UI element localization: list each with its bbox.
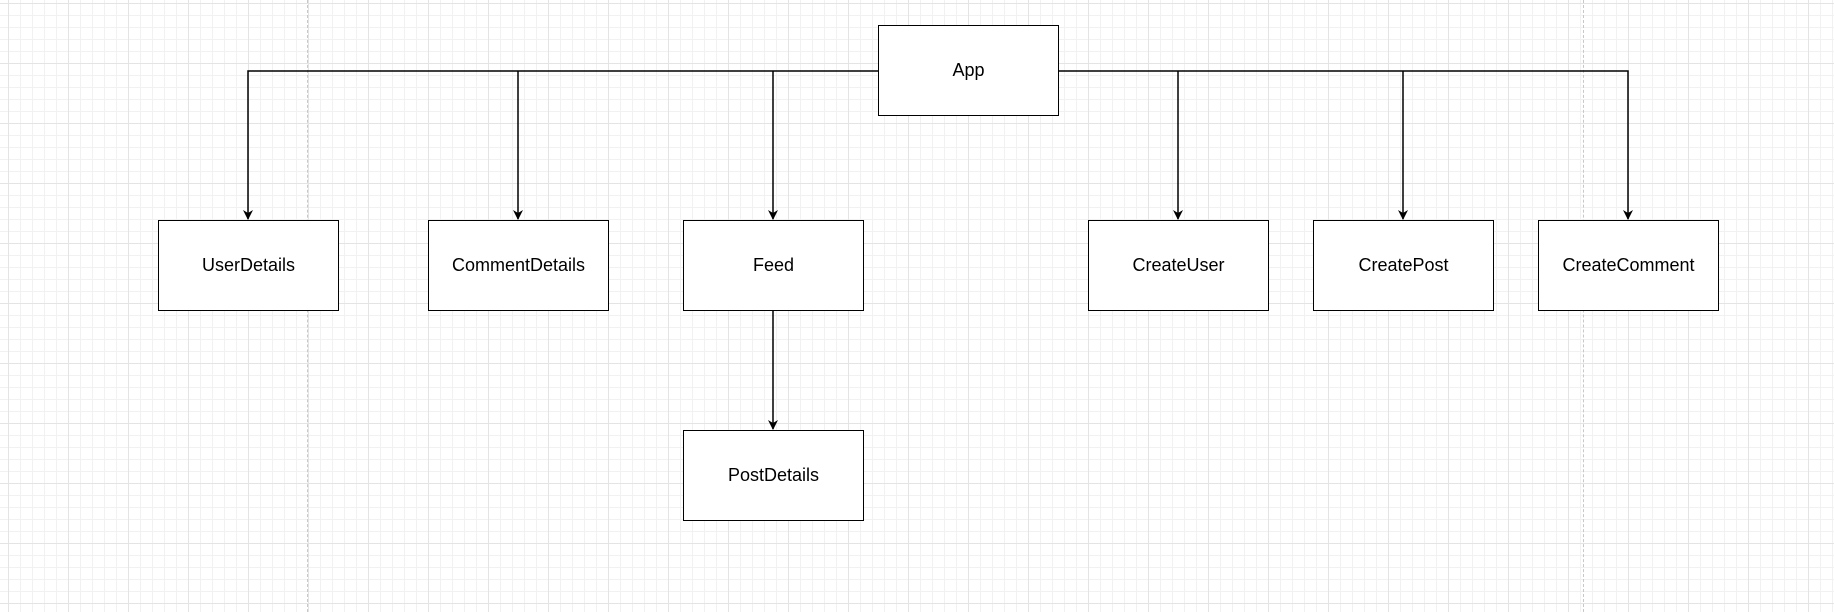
node-feed[interactable]: Feed [683,220,864,311]
node-app[interactable]: App [878,25,1059,116]
node-label: CommentDetails [451,255,586,275]
node-label: PostDetails [727,465,820,485]
node-user-details[interactable]: UserDetails [158,220,339,311]
node-label: CreateComment [1562,255,1695,275]
node-label: CreateUser [1132,255,1225,275]
node-create-user[interactable]: CreateUser [1088,220,1269,311]
node-create-comment[interactable]: CreateComment [1538,220,1719,311]
node-post-details[interactable]: PostDetails [683,430,864,521]
edge-app-userdetails[interactable] [243,70,878,220]
node-label: App [952,60,985,80]
node-label: CreatePost [1358,255,1449,275]
edge-app-createcomment[interactable] [1059,70,1633,220]
node-comment-details[interactable]: CommentDetails [428,220,609,311]
node-label: Feed [752,255,795,275]
node-create-post[interactable]: CreatePost [1313,220,1494,311]
node-label: UserDetails [201,255,296,275]
